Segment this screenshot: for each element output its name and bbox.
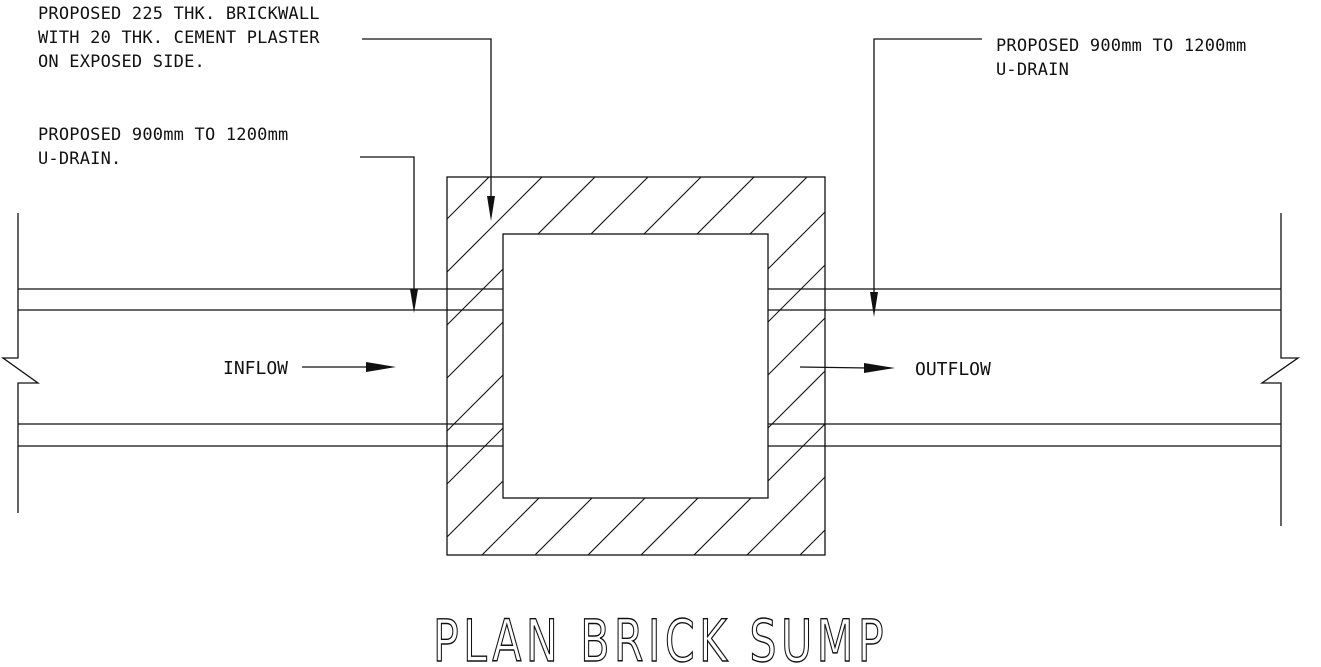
- hatch-line: [447, 177, 825, 555]
- break-line-left: [0, 213, 41, 513]
- hatch-line: [701, 177, 825, 555]
- hatch-line: [447, 177, 772, 555]
- u-drain-right: [768, 213, 1301, 526]
- hatch-line: [648, 177, 825, 555]
- leader-drain-left: [360, 156, 418, 313]
- inflow-arrow: [302, 362, 396, 372]
- hatch-line: [489, 177, 825, 555]
- leader-brickwall: [362, 38, 495, 221]
- note-drain-left-line-2: U-DRAIN.: [38, 149, 121, 169]
- hatch-line: [447, 177, 719, 555]
- note-drain-left-line-1: PROPOSED 900mm TO 1200mm: [38, 125, 288, 145]
- outflow-label: OUTFLOW: [915, 359, 991, 380]
- hatch-line: [542, 177, 825, 555]
- leader-drain-right: [870, 38, 982, 317]
- note-drain-right: PROPOSED 900mm TO 1200mm U-DRAIN: [996, 36, 1257, 80]
- hatch-line: [861, 160, 1301, 600]
- hatch-line: [754, 177, 825, 555]
- note-brickwall: PROPOSED 225 THK. BRICKWALL WITH 20 THK.…: [38, 4, 330, 72]
- note-brickwall-line-3: ON EXPOSED SIDE.: [38, 52, 205, 72]
- note-brickwall-line-2: WITH 20 THK. CEMENT PLASTER: [38, 28, 320, 48]
- hatch-line: [447, 177, 560, 555]
- hatch-line: [447, 177, 666, 555]
- hatch-line: [914, 160, 1321, 600]
- break-line-right: [1259, 213, 1301, 526]
- hatch-line: [595, 177, 825, 555]
- hatch-line: [447, 177, 507, 555]
- inflow-label: INFLOW: [223, 358, 288, 379]
- note-drain-right-line-1: PROPOSED 900mm TO 1200mm: [996, 36, 1246, 56]
- drawing-title: PLAN BRICK SUMP: [433, 607, 888, 667]
- hatch-line: [967, 160, 1321, 600]
- note-brickwall-line-1: PROPOSED 225 THK. BRICKWALL: [38, 4, 320, 24]
- sump-outer-wall: [446, 176, 826, 556]
- hatch-line: [0, 160, 400, 600]
- outflow-arrow: [799, 363, 895, 373]
- hatch-line: [447, 177, 613, 555]
- hatch-line: [447, 177, 454, 555]
- note-drain-left: PROPOSED 900mm TO 1200mm U-DRAIN.: [38, 125, 299, 169]
- note-drain-right-line-2: U-DRAIN: [996, 60, 1069, 80]
- sump-inner-chamber: [502, 233, 769, 499]
- brickwall-hatching: [0, 160, 1321, 600]
- u-drain-left: [0, 213, 503, 513]
